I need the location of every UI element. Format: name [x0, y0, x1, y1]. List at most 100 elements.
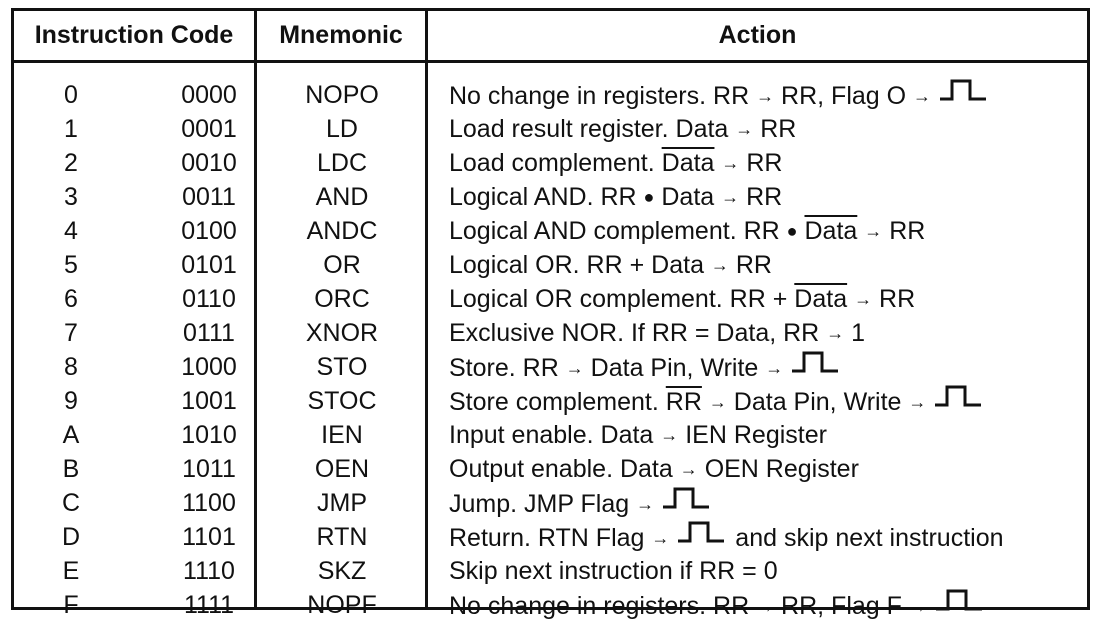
right-arrow-icon: →: [908, 596, 927, 617]
action-text: Return. RTN Flag: [449, 524, 645, 553]
right-arrow-icon: →: [721, 187, 740, 207]
hex-code: C: [61, 489, 81, 517]
mnemonic: IEN: [321, 421, 363, 449]
action: Logical AND complement. RR ● Data → RR: [449, 217, 925, 246]
binary-code: 0001: [181, 115, 237, 143]
action-text: Data Pin, Write: [733, 388, 902, 417]
action-text: Exclusive NOR. If RR = Data, RR: [449, 319, 820, 347]
binary-code: 0110: [182, 285, 236, 313]
mnemonic: ORC: [314, 285, 370, 313]
action-text: Logical OR complement. RR +: [449, 285, 788, 313]
hex-code: 8: [64, 353, 78, 381]
action: Exclusive NOR. If RR = Data, RR → 1: [449, 319, 865, 348]
hex-code: 6: [64, 285, 78, 313]
action-text: No change in registers. RR: [449, 592, 750, 621]
action-text: Store complement.: [449, 388, 659, 417]
action: No change in registers. RR → RR, Flag O …: [449, 79, 990, 114]
mnemonic: XNOR: [305, 319, 379, 347]
right-arrow-icon: →: [708, 392, 727, 413]
hex-code: F: [63, 591, 79, 619]
table-row: 4 0100 ANDC Logical AND complement. RR ●…: [14, 212, 1087, 245]
complement-text: Data: [794, 285, 848, 313]
action-text: RR: [746, 149, 783, 177]
right-arrow-icon: →: [721, 153, 740, 173]
right-arrow-icon: →: [710, 255, 729, 275]
table-row: B 1011 OEN Output enable. Data → OEN Reg…: [14, 450, 1087, 483]
binary-code: 1011: [182, 455, 236, 483]
action: Logical OR. RR + Data → RR: [449, 251, 772, 280]
table-row: 0 0000 NOPO No change in registers. RR →…: [14, 76, 1087, 110]
action: Store complement. RR → Data Pin, Write →: [449, 385, 985, 420]
hex-code: 3: [64, 183, 78, 211]
action-text: OEN Register: [704, 455, 859, 483]
action-text: Logical AND complement. RR: [449, 217, 780, 245]
table-row: 7 0111 XNOR Exclusive NOR. If RR = Data,…: [14, 314, 1087, 347]
header-mnemonic: Mnemonic: [279, 21, 403, 49]
action: Output enable. Data → OEN Register: [449, 455, 859, 484]
action: Jump. JMP Flag →: [449, 487, 713, 522]
binary-code: 0011: [182, 183, 236, 211]
table-row: 8 1000 STO Store. RR → Data Pin, Write →: [14, 348, 1087, 382]
pulse-waveform-icon: [676, 519, 728, 552]
mnemonic: LDC: [316, 149, 367, 177]
pulse-waveform-icon: [934, 587, 986, 620]
action-text: 1: [851, 319, 866, 347]
action-text: Load complement.: [449, 149, 655, 177]
action-text: RR: [760, 115, 797, 143]
action-text: RR: [746, 183, 783, 211]
mnemonic: ANDC: [306, 217, 378, 245]
action-text: Load result register. Data: [449, 115, 729, 143]
table-row: E 1110 SKZ Skip next instruction if RR =…: [14, 552, 1087, 585]
table-row: 9 1001 STOC Store complement. RR → Data …: [14, 382, 1087, 416]
action-text: Logical AND. RR: [449, 183, 637, 211]
mnemonic: AND: [315, 183, 369, 211]
action-text: Skip next instruction if RR = 0: [449, 557, 778, 585]
action: Return. RTN Flag → and skip next instruc…: [449, 521, 1004, 556]
right-arrow-icon: →: [854, 289, 873, 309]
action: Load complement. Data → RR: [449, 149, 782, 178]
action: Skip next instruction if RR = 0: [449, 557, 778, 586]
right-arrow-icon: →: [679, 459, 698, 479]
right-arrow-icon: →: [735, 119, 754, 139]
table-row: 3 0011 AND Logical AND. RR ● Data → RR: [14, 178, 1087, 211]
table-row: F 1111 NOPF No change in registers. RR →…: [14, 586, 1087, 621]
mnemonic: NOPF: [307, 591, 377, 619]
binary-code: 1101: [182, 523, 236, 551]
complement-text: Data: [661, 149, 715, 177]
mnemonic: STO: [316, 353, 368, 381]
table-row: 5 0101 OR Logical OR. RR + Data → RR: [14, 246, 1087, 279]
right-arrow-icon: →: [756, 86, 775, 107]
right-arrow-icon: →: [660, 425, 679, 445]
mnemonic: RTN: [316, 523, 368, 551]
action-text: RR, Flag F: [781, 592, 902, 621]
right-arrow-icon: →: [636, 494, 655, 515]
header-instruction-code: Instruction Code: [34, 21, 234, 49]
action-text: Data: [661, 183, 715, 211]
hex-code: D: [61, 523, 81, 551]
binary-code: 1100: [182, 489, 236, 517]
action: Load result register. Data → RR: [449, 115, 796, 144]
mnemonic: OR: [323, 251, 361, 279]
action-text: IEN Register: [685, 421, 827, 449]
header-action: Action: [718, 21, 797, 49]
hex-code: 4: [64, 217, 78, 245]
column-divider: [425, 11, 428, 607]
hex-code: 2: [64, 149, 78, 177]
column-divider: [254, 11, 257, 607]
action: Logical OR complement. RR + Data → RR: [449, 285, 915, 314]
pulse-waveform-icon: [933, 383, 985, 416]
action: Input enable. Data → IEN Register: [449, 421, 827, 450]
hex-code: E: [62, 557, 80, 585]
action: Store. RR → Data Pin, Write →: [449, 351, 842, 386]
table-row: 6 0110 ORC Logical OR complement. RR + D…: [14, 280, 1087, 313]
action-text: RR, Flag O: [781, 82, 907, 111]
hex-code: 0: [64, 81, 78, 109]
binary-code: 0101: [181, 251, 237, 279]
mnemonic: JMP: [317, 489, 367, 517]
hex-code: 9: [64, 387, 78, 415]
mnemonic: SKZ: [317, 557, 367, 585]
action-text: RR: [735, 251, 772, 279]
action: Logical AND. RR ● Data → RR: [449, 183, 782, 212]
binary-code: 1111: [183, 591, 235, 619]
mnemonic: STOC: [307, 387, 377, 415]
